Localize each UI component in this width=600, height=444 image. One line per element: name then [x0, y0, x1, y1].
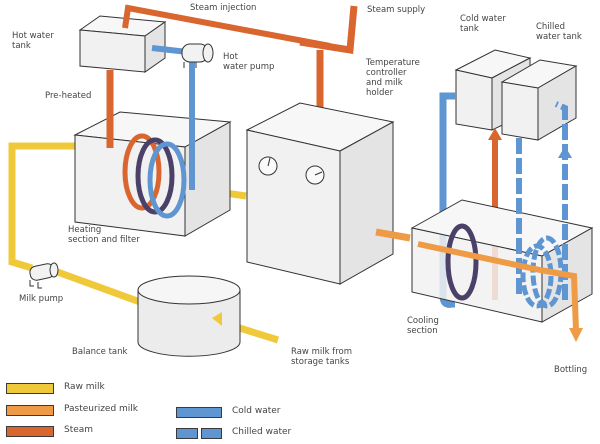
- legend-swatch-steam: [6, 426, 54, 437]
- pasteurized-milk-pipe-through-cooling: [417, 241, 541, 273]
- legend-swatch-raw-milk: [6, 383, 54, 394]
- label-pre-heated: Pre-heated: [45, 91, 92, 101]
- chilled-swatch-segment: [200, 428, 222, 439]
- label-steam-supply: Steam supply: [367, 5, 426, 15]
- label-hot-water-pump: Hot water pump: [223, 52, 275, 72]
- legend-swatch-chilled-water: [176, 428, 222, 439]
- label-chilled-water-tank: Chilled water tank: [536, 22, 582, 42]
- pasteurized-milk-pipe-to-cooling: [375, 228, 411, 242]
- legend-label-pasteurized-milk: Pasteurized milk: [64, 404, 139, 414]
- label-hot-water-tank: Hot water tank: [12, 31, 54, 51]
- legend-swatch-cold-water: [176, 407, 222, 418]
- legend-swatch-pasteurized-milk: [6, 405, 54, 416]
- hot-water-pump: [181, 43, 214, 68]
- legend-label-cold-water: Cold water: [232, 406, 281, 416]
- heating-coils: [122, 133, 187, 219]
- legend-label-raw-milk: Raw milk: [64, 382, 105, 392]
- hot-water-tank: [78, 15, 167, 73]
- chilled-water-arrow: [558, 146, 572, 158]
- steam-supply-pipe: [299, 5, 358, 55]
- label-temperature-controller: Temperature controller and milk holder: [366, 58, 420, 98]
- label-balance-tank: Balance tank: [72, 347, 128, 357]
- steam-injection-pipe: [122, 4, 331, 49]
- chilled-swatch-segment: [176, 428, 198, 439]
- milk-pump: [29, 262, 59, 289]
- cooling-return-arrow: [488, 128, 502, 140]
- balance-tank: [137, 275, 241, 357]
- raw-milk-pipe-balance-to-pump: [50, 266, 142, 306]
- pasteurized-milk-pipe-to-bottling: [539, 267, 579, 331]
- legend-label-chilled-water: Chilled water: [232, 427, 292, 437]
- label-raw-milk-from: Raw milk from storage tanks: [291, 347, 352, 367]
- bottling-arrow: [569, 328, 583, 342]
- raw-milk-inlet-arrow: [212, 312, 222, 326]
- legend-label-steam: Steam: [64, 425, 94, 435]
- steam-coil: [122, 133, 162, 211]
- label-heating-section: Heating section and filter: [68, 225, 140, 245]
- cooling-coil-chilled-2: [520, 243, 554, 309]
- label-steam-injection: Steam injection: [190, 3, 257, 13]
- hot-water-coil: [147, 141, 187, 219]
- mixed-coil: [135, 137, 175, 215]
- raw-milk-pipe-pump-to-heating: [8, 142, 75, 272]
- label-bottling: Bottling: [554, 365, 588, 375]
- cooling-coil-mixed: [445, 223, 479, 301]
- chilled-water-pipe-up: [554, 101, 568, 300]
- label-cooling-section: Cooling section: [407, 316, 439, 336]
- label-cold-water-tank: Cold water tank: [460, 14, 506, 34]
- chilled-water-tank: [500, 59, 578, 141]
- label-milk-pump: Milk pump: [19, 294, 64, 304]
- temperature-controller-box: [245, 102, 395, 285]
